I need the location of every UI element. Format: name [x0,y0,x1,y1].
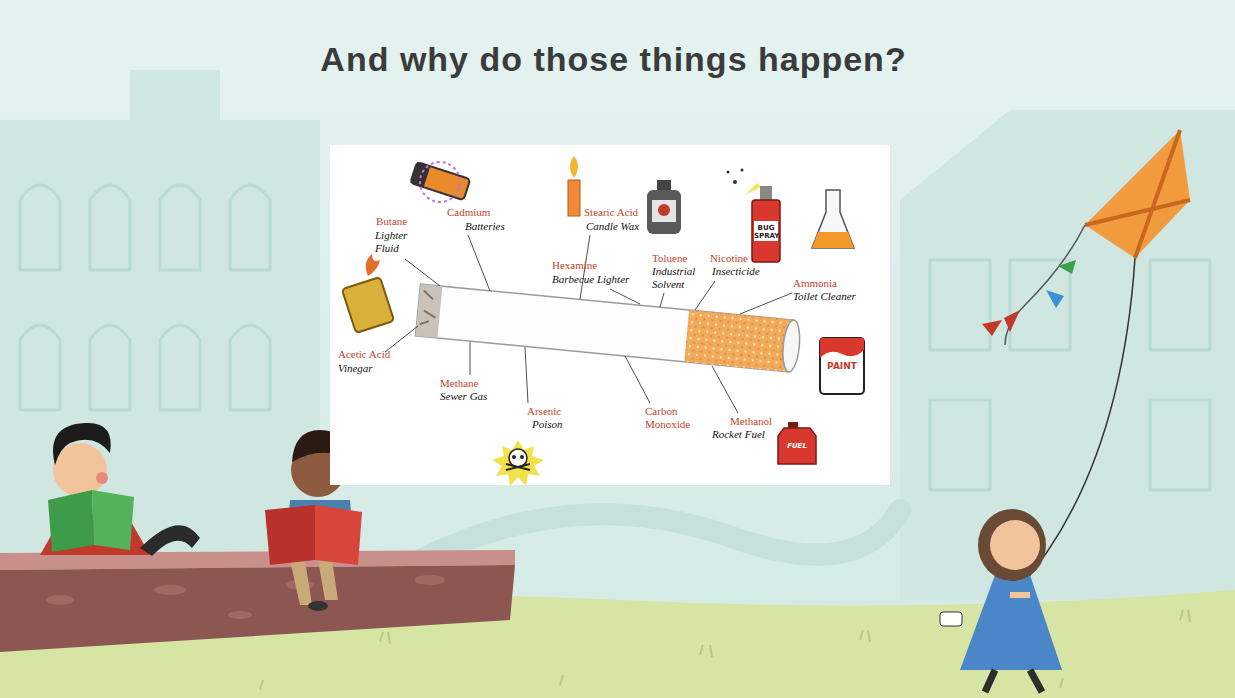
product-name: Candle Wax [586,220,639,233]
chemical-name: Nicotine [710,252,748,265]
poison-skull-icon [492,440,544,486]
chemical-name: Ammonia [793,277,837,290]
solvent-bottle-icon [647,180,681,234]
product-name: Toilet Cleaner [793,290,856,303]
product-name: Rocket Fuel [712,428,765,441]
leader-lines [385,235,792,413]
chemical-name: Methane [440,377,478,390]
reading-boy-left [40,423,200,556]
cigarette-picture [330,145,890,486]
product-name: Lighter Fluid [375,229,417,255]
chemical-name: Hexamine [552,259,597,272]
product-name: Barbecue Lighter [552,273,629,286]
chemical-name: Methanol [730,415,772,428]
chemical-name: Acetic Acid [338,348,390,361]
candle-icon [568,156,580,216]
paint-can-icon [820,338,864,394]
chemical-name: Cadmium [447,206,490,219]
lighter-icon [342,254,394,333]
product-name: Insecticide [712,265,760,278]
icon-text: FUEL [780,442,814,450]
product-name: Sewer Gas [440,390,487,403]
product-name: Poison [532,418,563,431]
bug-spray-icon [727,169,781,263]
icon-text: PAINT [824,361,860,371]
cigarette [416,284,802,372]
icon-text: BUG SPRAY [754,224,778,240]
chemical-name: Carbon Monoxide [645,405,697,431]
slide-title: And why do those things happen? [0,40,1231,79]
battery-icon [407,154,473,209]
chemical-name: Stearic Acid [584,206,638,219]
ammonia-flask-icon [812,190,854,248]
product-name: Industrial Solvent [652,265,704,291]
chemical-name: Arsenic [527,405,561,418]
brick-wall [0,550,515,652]
chemical-name: Butane [376,215,407,228]
product-name: Batteries [465,220,505,233]
kite-girl [940,130,1190,692]
fuel-can-icon [778,422,816,464]
product-name: Vinegar [338,362,373,375]
chemical-name: Toluene [652,252,687,265]
